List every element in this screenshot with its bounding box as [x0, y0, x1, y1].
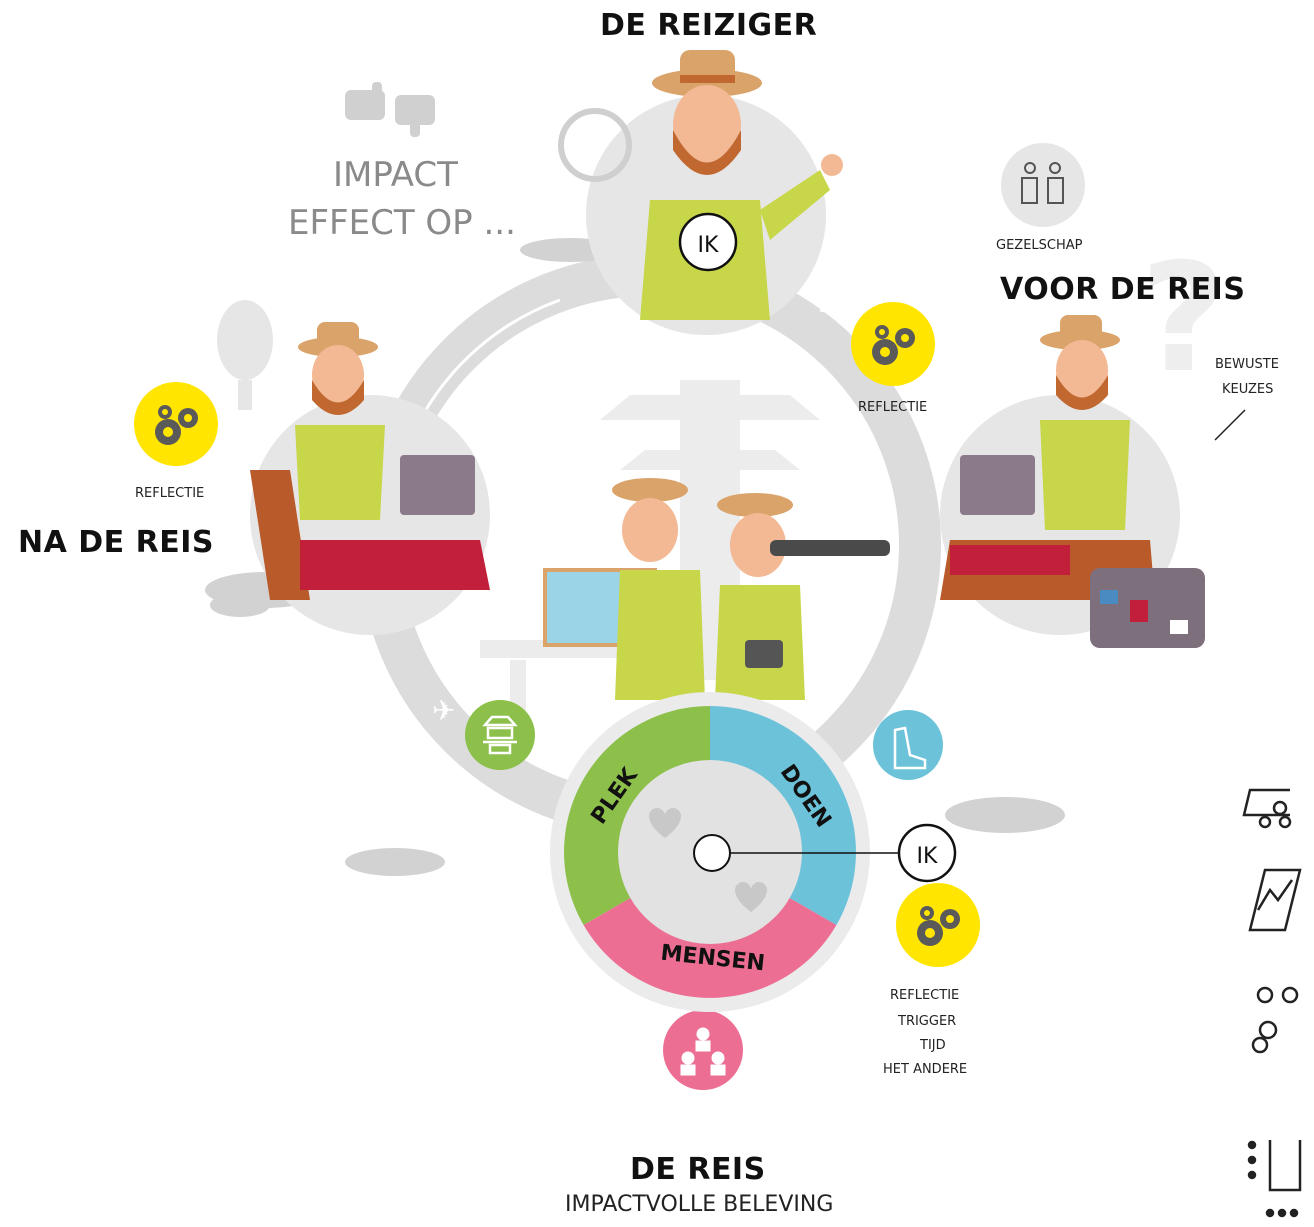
ik-center-label: IK	[917, 844, 938, 869]
reflection-list-item: REFLECTIE	[890, 988, 960, 1003]
traveler-title: DE REIZIGER	[600, 8, 818, 43]
conscious-choices-label-2: KEUZES	[1222, 382, 1274, 397]
before-traveler-figure	[940, 315, 1155, 600]
chinese-symbol	[558, 108, 632, 182]
company-icon	[1001, 143, 1085, 227]
wheel-center-dot	[693, 834, 731, 872]
side-icons	[1242, 788, 1302, 1218]
suitcase-icon	[1090, 568, 1205, 648]
thumbs-icon	[345, 82, 435, 137]
journey-title: DE REIS	[630, 1152, 766, 1187]
cycle-arrow	[418, 298, 561, 421]
reflection-list-item: HET ANDERE	[883, 1062, 968, 1077]
explorers-figure	[543, 478, 890, 700]
broken-heart-icon	[735, 882, 767, 912]
reflection-label-right: REFLECTIE	[858, 400, 928, 415]
reflection-list-item: TRIGGER	[898, 1014, 957, 1029]
conscious-choice-line	[1214, 409, 1246, 441]
question-mark-decoration: ?	[1140, 232, 1227, 406]
svg-text:✈: ✈	[995, 689, 1018, 722]
before-journey-title: VOOR DE REIS	[1000, 272, 1246, 307]
heart-icon	[649, 808, 681, 838]
journey-subtitle: IMPACTVOLLE BELEVING	[565, 1192, 834, 1217]
ik-top-label: IK	[698, 233, 719, 258]
reflection-list-item: TIJD	[920, 1038, 946, 1053]
company-label: GEZELSCHAP	[996, 238, 1083, 253]
svg-text:✈: ✈	[432, 694, 455, 727]
impact-effect-label: EFFECT OP ...	[288, 203, 516, 243]
after-traveler-figure	[250, 322, 490, 600]
after-journey-title: NA DE REIS	[18, 525, 214, 560]
reflection-label-left: REFLECTIE	[135, 486, 205, 501]
impact-label: IMPACT	[333, 155, 458, 195]
place-icon	[465, 700, 535, 770]
lantern-decoration	[217, 300, 273, 410]
conscious-choices-label-1: BEWUSTE	[1215, 357, 1279, 372]
